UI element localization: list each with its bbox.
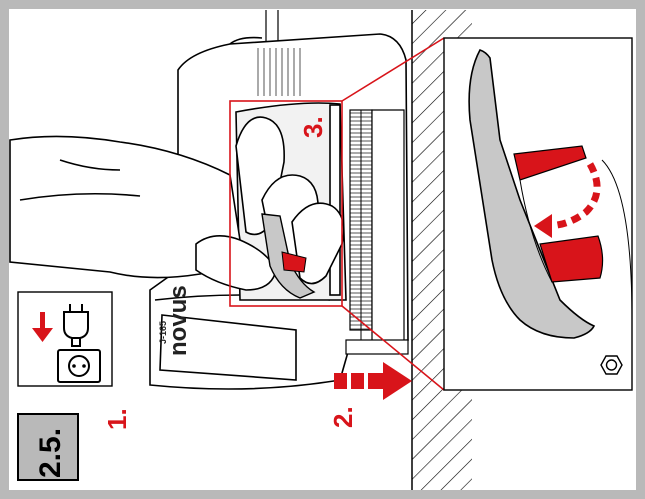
step-label-box: 2.5. [18,414,78,480]
callout-three: 3. [298,116,328,138]
device-model-label: J-165 [158,321,168,344]
zoom-inset [444,38,632,390]
push-arrow-icon [334,362,412,400]
device-brand-label: novus [165,285,192,356]
step-label: 2.5. [34,428,67,478]
pipe [266,10,278,42]
callout-one: 1. [102,408,132,430]
callout-two: 2. [328,406,358,428]
hex-nut-icon [601,356,622,374]
unplug-icon [18,292,112,386]
